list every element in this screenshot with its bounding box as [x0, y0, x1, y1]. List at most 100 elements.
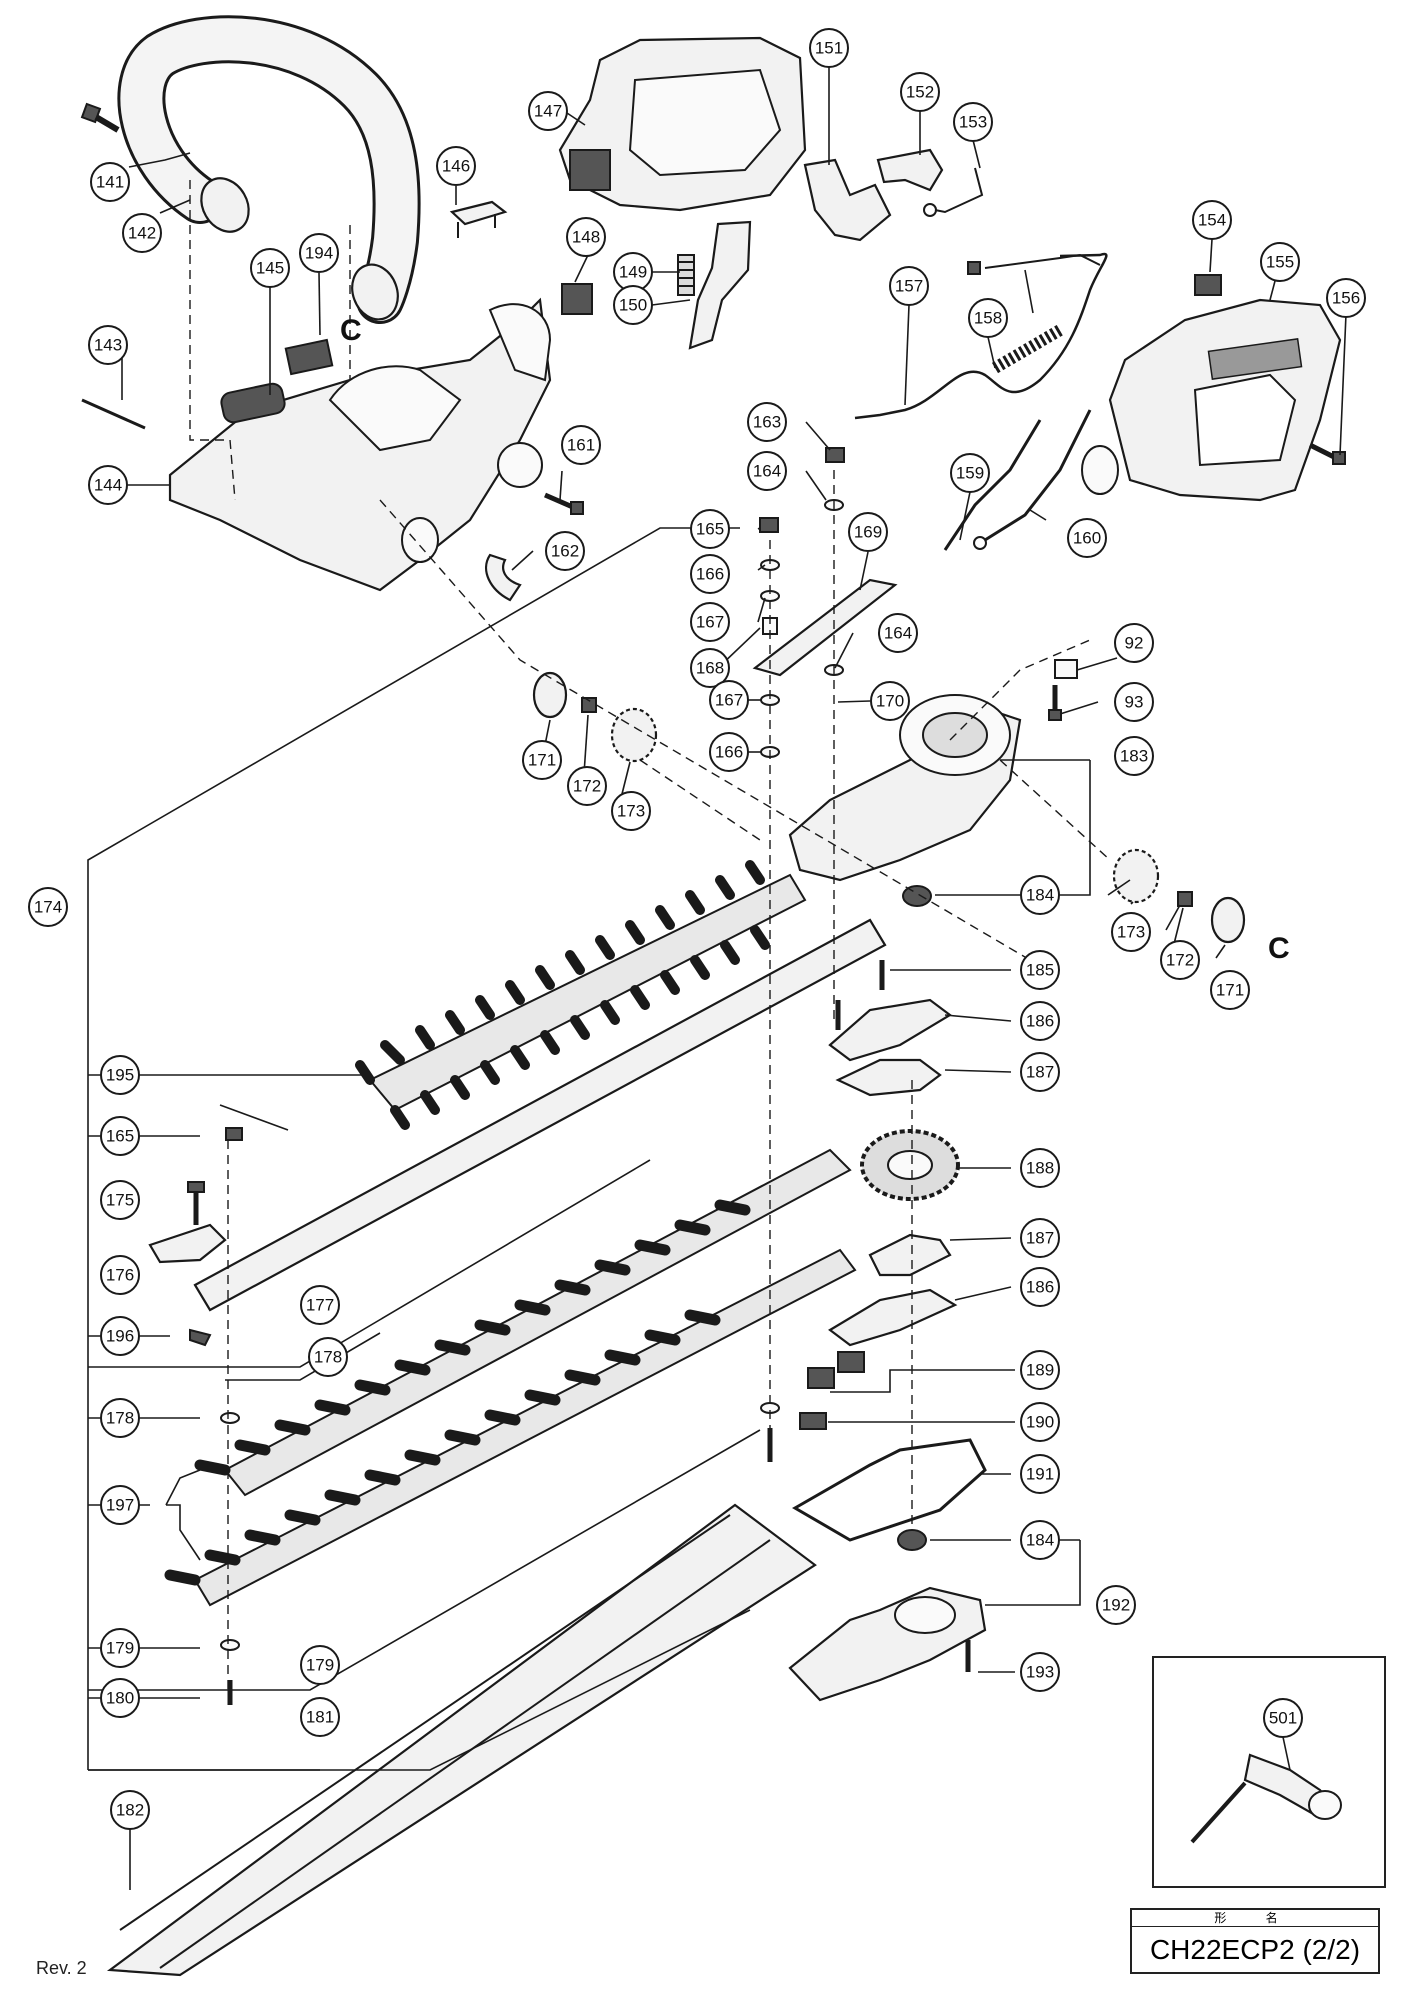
svg-text:196: 196 — [106, 1327, 134, 1346]
svg-text:189: 189 — [1026, 1361, 1054, 1380]
dashed-assembly-lines — [189, 180, 1111, 1690]
svg-text:163: 163 — [753, 413, 781, 432]
callout-146: 146 — [436, 146, 476, 186]
callout-147: 147 — [528, 91, 568, 131]
part-bracket-176 — [148, 1223, 227, 1264]
svg-text:186: 186 — [1026, 1012, 1054, 1031]
svg-text:179: 179 — [106, 1639, 134, 1658]
part-switch-154 — [1194, 274, 1222, 296]
part-171-right — [1210, 896, 1246, 944]
svg-text:158: 158 — [974, 309, 1002, 328]
svg-text:173: 173 — [1117, 923, 1145, 942]
callout-155: 155 — [1260, 242, 1300, 282]
connector-label-c-top: C — [340, 314, 362, 347]
callout-176: 176 — [100, 1255, 140, 1295]
callout-179a: 179 — [100, 1628, 140, 1668]
callout-184b: 184 — [1020, 1520, 1060, 1560]
callout-197: 197 — [100, 1485, 140, 1525]
part-spring-149 — [677, 254, 695, 296]
svg-text:167: 167 — [696, 613, 724, 632]
part-screw-156 — [1308, 442, 1346, 465]
callout-174: 174 — [28, 887, 68, 927]
part-blade-cover-182 — [106, 1503, 817, 1977]
callout-92: 92 — [1114, 623, 1154, 663]
callout-184a: 184 — [1020, 875, 1060, 915]
callout-187a: 187 — [1020, 1052, 1060, 1092]
svg-text:178: 178 — [314, 1348, 342, 1367]
svg-text:172: 172 — [1166, 951, 1194, 970]
svg-text:142: 142 — [128, 224, 156, 243]
model-title-box: 形 名 CH22ECP2 (2/2) — [1130, 1908, 1380, 1974]
callout-154: 154 — [1192, 200, 1232, 240]
callout-173-left: 173 — [611, 791, 651, 831]
svg-text:191: 191 — [1026, 1465, 1054, 1484]
callout-165b: 165 — [100, 1116, 140, 1156]
callout-173-right: 173 — [1111, 912, 1151, 952]
revision-label: Rev. 2 — [36, 1958, 87, 1978]
svg-text:195: 195 — [106, 1066, 134, 1085]
part-bracket-152 — [876, 148, 944, 192]
callout-182: 182 — [110, 1790, 150, 1830]
callout-180: 180 — [100, 1678, 140, 1718]
svg-text:146: 146 — [442, 157, 470, 176]
part-gasket-191 — [792, 1438, 987, 1542]
part-172-right — [1177, 891, 1193, 907]
part-plate-169 — [752, 578, 898, 677]
svg-text:173: 173 — [617, 802, 645, 821]
callout-156: 156 — [1326, 278, 1366, 318]
part-screw-141 — [80, 102, 120, 133]
svg-text:188: 188 — [1026, 1159, 1054, 1178]
callout-175: 175 — [100, 1180, 140, 1220]
part-wire-153 — [934, 167, 984, 214]
svg-text:151: 151 — [815, 39, 843, 58]
callout-166a: 166 — [690, 554, 730, 594]
svg-text:194: 194 — [305, 244, 333, 263]
part-lead-159 — [943, 419, 1042, 551]
part-148 — [561, 283, 593, 315]
callout-169: 169 — [848, 512, 888, 552]
callout-163: 163 — [747, 402, 787, 442]
part-spring-158 — [991, 324, 1064, 374]
part-nut-165b — [225, 1127, 243, 1141]
svg-text:144: 144 — [94, 476, 122, 495]
callout-164b: 164 — [878, 613, 918, 653]
callout-186a: 186 — [1020, 1001, 1060, 1041]
callout-164a: 164 — [747, 451, 787, 491]
callout-177: 177 — [300, 1285, 340, 1325]
callout-150: 150 — [613, 285, 653, 325]
svg-text:152: 152 — [906, 83, 934, 102]
svg-text:193: 193 — [1026, 1663, 1054, 1682]
part-pad-194 — [284, 338, 334, 376]
svg-text:197: 197 — [106, 1496, 134, 1515]
part-guide-bar-177 — [193, 918, 887, 1312]
part-upper-blade-195 — [355, 860, 807, 1130]
svg-text:176: 176 — [106, 1266, 134, 1285]
callout-143: 143 — [88, 325, 128, 365]
callout-151: 151 — [809, 28, 849, 68]
callout-179b: 179 — [300, 1645, 340, 1685]
part-lower-blade-178 — [194, 1148, 852, 1497]
callout-192: 192 — [1096, 1585, 1136, 1625]
part-171-left — [532, 671, 568, 719]
callout-181: 181 — [300, 1697, 340, 1737]
callout-167a: 167 — [690, 602, 730, 642]
accessory-box — [1152, 1656, 1386, 1888]
part-189b — [837, 1351, 865, 1373]
svg-text:168: 168 — [696, 659, 724, 678]
callout-190: 190 — [1020, 1402, 1060, 1442]
part-cable-157 — [854, 252, 1108, 420]
part-bearing-184a — [902, 885, 932, 907]
callout-501: 501 — [1263, 1698, 1303, 1738]
svg-text:175: 175 — [106, 1191, 134, 1210]
svg-text:155: 155 — [1266, 253, 1294, 272]
part-gear-case-183 — [788, 694, 1022, 882]
callout-160: 160 — [1067, 518, 1107, 558]
svg-text:164: 164 — [753, 462, 781, 481]
callout-149: 149 — [613, 252, 653, 292]
part-washer-179 — [220, 1639, 240, 1651]
part-plate-186a — [828, 998, 952, 1062]
svg-text:166: 166 — [696, 565, 724, 584]
svg-text:192: 192 — [1102, 1596, 1130, 1615]
callout-93: 93 — [1114, 682, 1154, 722]
